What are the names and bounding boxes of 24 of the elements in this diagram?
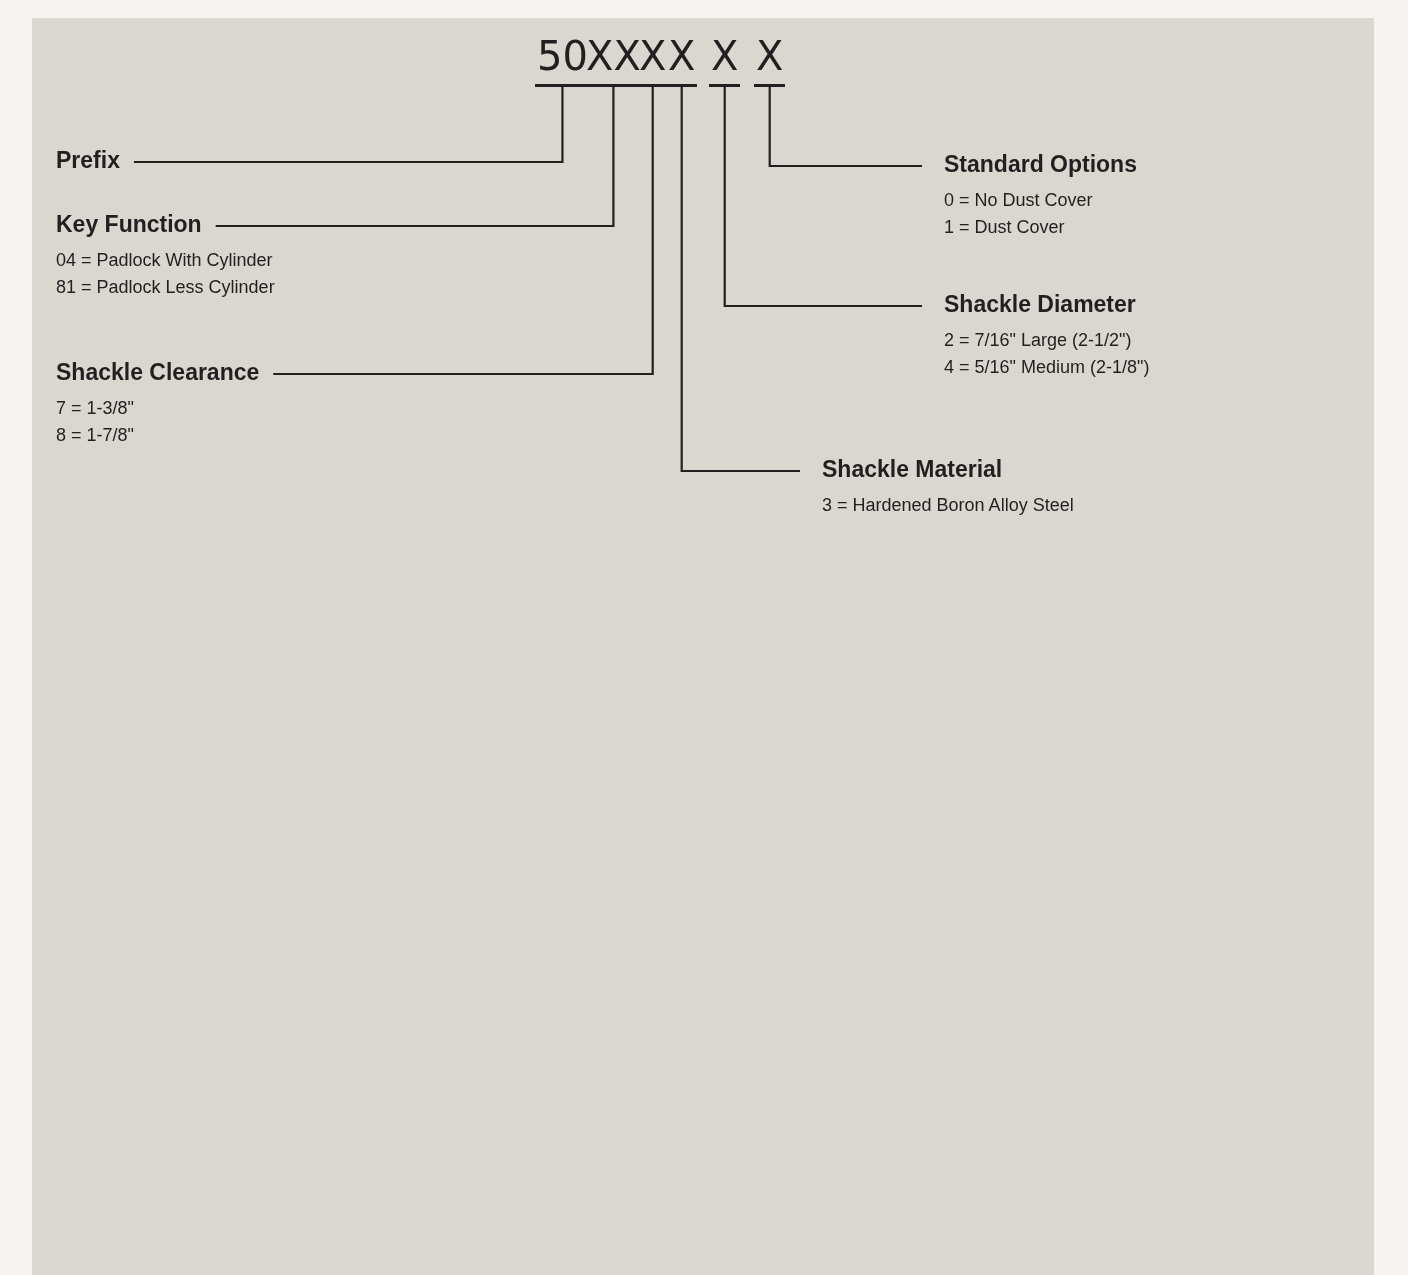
field-heading: Key Function: [56, 210, 202, 239]
code-character: X: [666, 34, 698, 87]
option-text: 3 = Hardened Boron Alloy Steel: [822, 494, 1074, 517]
field-heading: Shackle Clearance: [56, 358, 260, 387]
code-character: X: [709, 34, 741, 87]
field-heading: Shackle Diameter: [944, 290, 1136, 319]
leader-line: [723, 87, 922, 308]
option-text: 2 = 7/16" Large (2-1/2"): [944, 329, 1133, 352]
option-text: 7 = 1-3/8": [56, 397, 135, 420]
option-text: 8 = 1-7/8": [56, 424, 135, 447]
option-text: 1 = Dust Cover: [944, 216, 1066, 239]
leader-line: [273, 87, 654, 376]
leader-line: [680, 87, 800, 473]
field-heading: Standard Options: [944, 150, 1137, 179]
option-text: 0 = No Dust Cover: [944, 189, 1094, 212]
field-heading: Prefix: [56, 146, 120, 175]
option-text: 4 = 5/16" Medium (2-1/8"): [944, 356, 1150, 379]
option-text: 04 = Padlock With Cylinder: [56, 249, 274, 272]
leader-line: [215, 87, 615, 228]
option-text: 81 = Padlock Less Cylinder: [56, 276, 275, 299]
leader-line: [133, 87, 564, 164]
field-heading: Shackle Material: [822, 455, 1003, 484]
leader-line: [768, 87, 922, 168]
code-character: X: [754, 34, 786, 87]
